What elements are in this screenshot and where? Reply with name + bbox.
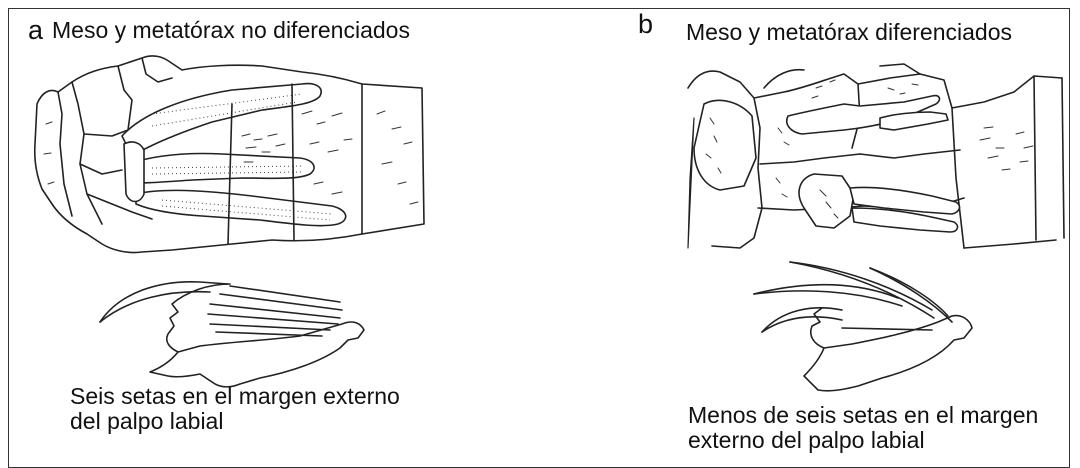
panel-b: b Meso y metatórax diferenciados: [620, 0, 1080, 453]
drawing-thorax-a: [33, 55, 425, 254]
caption-b-line2: externo del palpo labial: [688, 427, 925, 453]
title-a: Meso y metatórax no diferenciados: [52, 17, 410, 43]
caption-a-line2: del palpo labial: [70, 408, 224, 434]
caption-b-line1: Menos de seis setas en el margen: [688, 402, 1039, 428]
drawing-palp-a: [99, 281, 365, 388]
drawing-palp-b: [753, 261, 973, 392]
drawing-thorax-b: [687, 63, 1065, 249]
letter-a: a: [28, 15, 44, 45]
caption-a-line1: Seis setas en el margen externo: [70, 383, 400, 409]
letter-b: b: [638, 9, 654, 39]
title-b: Meso y metatórax diferenciados: [686, 19, 1012, 45]
panel-a: a Meso y metatórax no diferenciados: [28, 15, 425, 434]
